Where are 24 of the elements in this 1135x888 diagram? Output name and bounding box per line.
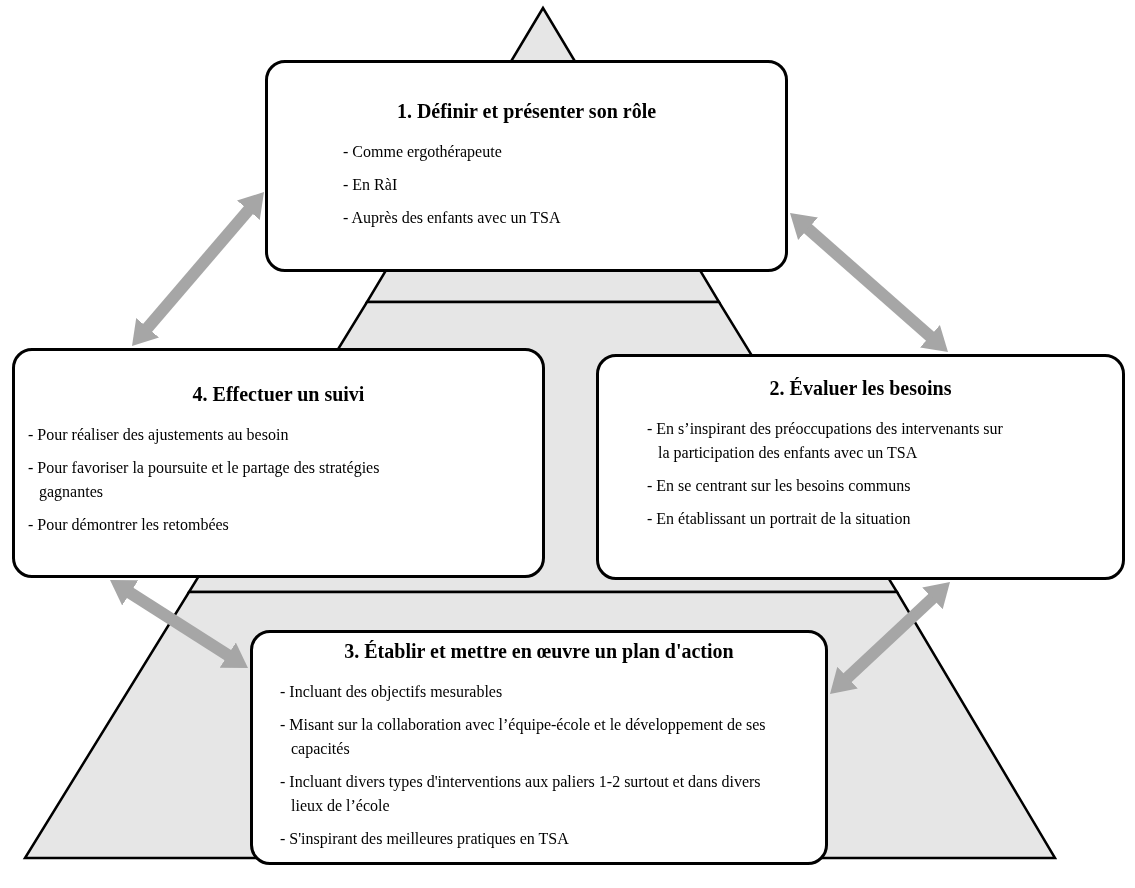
bullet-item: - En RàI	[342, 175, 399, 195]
bullet-item: - Auprès des enfants avec un TSA	[342, 208, 562, 229]
bullet-item: - S'inspirant des meilleures pratiques en TSA	[279, 829, 570, 850]
bullet-item: - Misant sur la collaboration avec l’équipe-école et le développement de ses capacités	[279, 715, 767, 760]
bullet-item: - Pour démontrer les retombées	[27, 515, 230, 535]
step-box	[265, 60, 788, 272]
step-box	[250, 630, 828, 865]
bullet-item: - Pour favoriser la poursuite et le partage des stratégies gagnantes	[27, 458, 381, 503]
step-box	[12, 348, 545, 578]
step-title: 2. Évaluer les besoins	[768, 376, 953, 401]
bullet-item: - En établissant un portrait de la situation	[646, 509, 912, 530]
step-box	[596, 354, 1125, 580]
bullet-item: - En s’inspirant des préoccupations des intervenants sur la participation des enfants avec un TSA	[646, 419, 1004, 464]
double-arrow	[110, 580, 248, 668]
step-title: 1. Définir et présenter son rôle	[395, 99, 658, 124]
bullet-item: - Incluant divers types d'interventions aux paliers 1-2 surtout et dans divers lieux de l’école	[279, 772, 762, 816]
bullet-item: - Incluant des objectifs mesurables	[279, 682, 504, 703]
bullet-item: - Comme ergothérapeute	[342, 142, 503, 163]
bullet-item: - En se centrant sur les besoins communs	[646, 476, 912, 496]
step-title: 4. Effectuer un suivi	[191, 382, 366, 407]
double-arrow	[132, 192, 264, 346]
double-arrow	[830, 582, 950, 694]
bullet-item: - Pour réaliser des ajustements au besoin	[27, 425, 290, 446]
step-title: 3. Établir et mettre en œuvre un plan d'action	[343, 639, 735, 664]
